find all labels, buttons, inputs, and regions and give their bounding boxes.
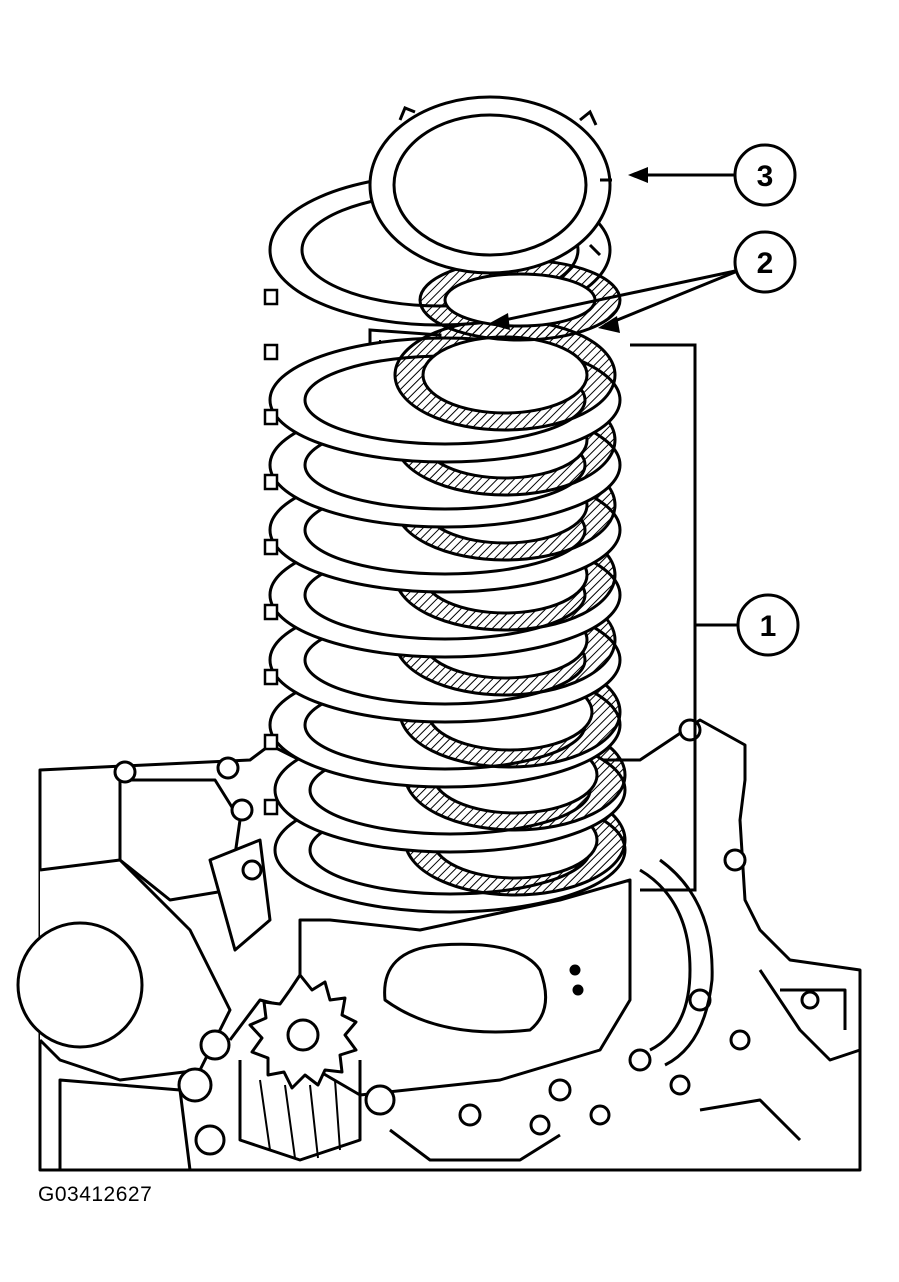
gear-illustration (238, 973, 362, 1162)
pressure-plate-illustration (368, 95, 612, 275)
callout-3: 3 (733, 143, 797, 207)
callout-arrowheads (488, 167, 648, 333)
transmission-case-illustration (16, 718, 862, 1172)
svg-text:1: 1 (760, 610, 777, 643)
callout-1: 1 (736, 593, 800, 657)
callout-2: 2 (733, 230, 797, 294)
figure-code: G03412627 (38, 1183, 153, 1206)
svg-text:2: 2 (757, 247, 774, 280)
svg-text:3: 3 (757, 160, 774, 193)
callout-leaders (494, 173, 741, 892)
clutch-pack-illustration (263, 173, 627, 914)
